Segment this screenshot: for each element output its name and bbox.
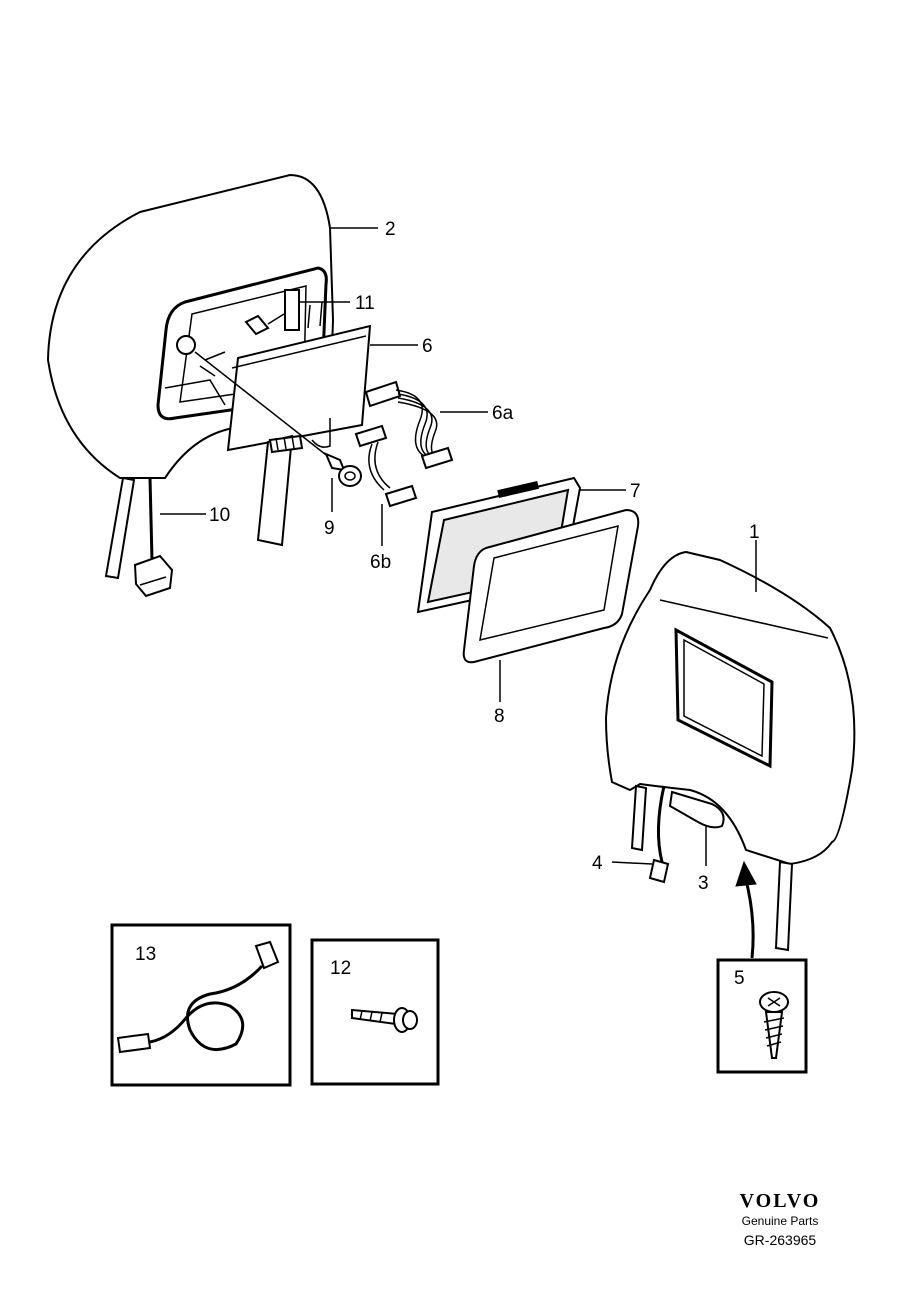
callout-6b: 6b bbox=[370, 552, 391, 573]
screen-frame bbox=[462, 508, 640, 664]
callout-4: 4 bbox=[592, 853, 603, 874]
inset-box-12 bbox=[310, 938, 440, 1086]
inset-box-13 bbox=[110, 923, 292, 1087]
brand-logo: VOLVO bbox=[739, 1190, 821, 1212]
callout-10: 10 bbox=[209, 505, 230, 526]
screw-9 bbox=[194, 351, 362, 487]
antenna-cable bbox=[648, 785, 670, 884]
diagram-reference: GR-263965 bbox=[743, 1232, 817, 1248]
brand-subtitle: Genuine Parts bbox=[741, 1214, 819, 1228]
ribbon-cable-6b bbox=[354, 424, 418, 508]
callout-7: 7 bbox=[630, 481, 641, 502]
ribbon-cable-6a bbox=[364, 380, 454, 470]
callout-5: 5 bbox=[734, 968, 745, 989]
inset-box-5 bbox=[716, 958, 808, 1074]
callout-2: 2 bbox=[385, 219, 396, 240]
callout-3: 3 bbox=[698, 873, 709, 894]
circuit-board bbox=[226, 324, 372, 547]
callout-12: 12 bbox=[330, 958, 351, 979]
headrest-with-display bbox=[604, 550, 856, 952]
leader-lines bbox=[160, 227, 757, 866]
callout-6: 6 bbox=[422, 336, 433, 357]
callout-labels: 2 11 6 6a 7 10 9 6b 1 8 4 3 5 12 13 bbox=[135, 219, 760, 989]
callout-11: 11 bbox=[355, 293, 375, 314]
callout-9: 9 bbox=[324, 518, 335, 539]
callout-13: 13 bbox=[135, 944, 156, 965]
callout-1: 1 bbox=[749, 522, 760, 543]
callout-6a: 6a bbox=[492, 403, 514, 424]
assembly-arrowhead bbox=[735, 860, 757, 887]
callout-8: 8 bbox=[494, 706, 505, 727]
assembly-arrow bbox=[744, 879, 755, 959]
cable-harness bbox=[133, 477, 174, 598]
